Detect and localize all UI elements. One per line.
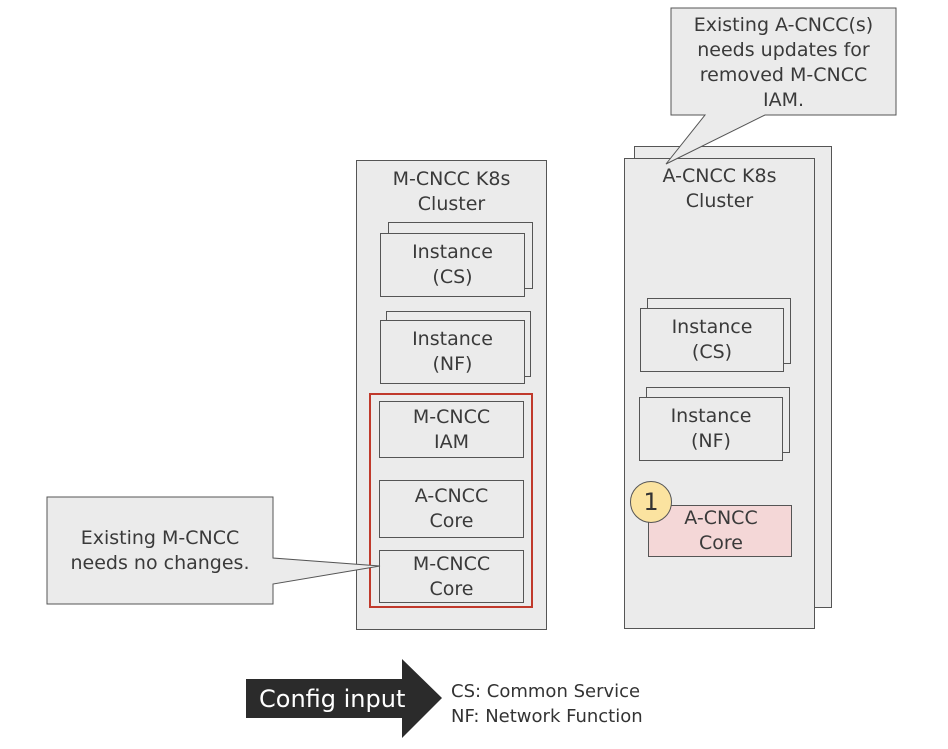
callout-top-right-text: Existing A-CNCC(s) needs updates for rem… <box>693 13 874 111</box>
config-input-label: Config input <box>259 685 406 713</box>
m-cncc-iam-box: M-CNCC IAM <box>379 401 524 458</box>
step-badge-number: 1 <box>643 488 659 516</box>
legend-nf: NF: Network Function <box>451 706 643 727</box>
a-cncc-cluster-title: A-CNCC K8s Cluster <box>662 165 777 212</box>
m-instance-cs: Instance (CS) <box>380 233 525 297</box>
m-cncc-core-box: M-CNCC Core <box>379 550 524 603</box>
legend-cs: CS: Common Service <box>451 681 641 702</box>
a-instance-nf: Instance (NF) <box>639 397 783 461</box>
m-cncc-cluster-title: M-CNCC K8s Cluster <box>392 168 511 215</box>
a-cncc-core-box: A-CNCC Core <box>648 505 792 557</box>
m-a-cncc-core-box: A-CNCC Core <box>379 480 524 538</box>
a-instance-cs: Instance (CS) <box>640 308 784 372</box>
step-badge: 1 <box>630 481 672 523</box>
m-instance-nf: Instance (NF) <box>380 320 525 384</box>
callout-left-text: Existing M-CNCC needs no changes. <box>70 526 250 574</box>
